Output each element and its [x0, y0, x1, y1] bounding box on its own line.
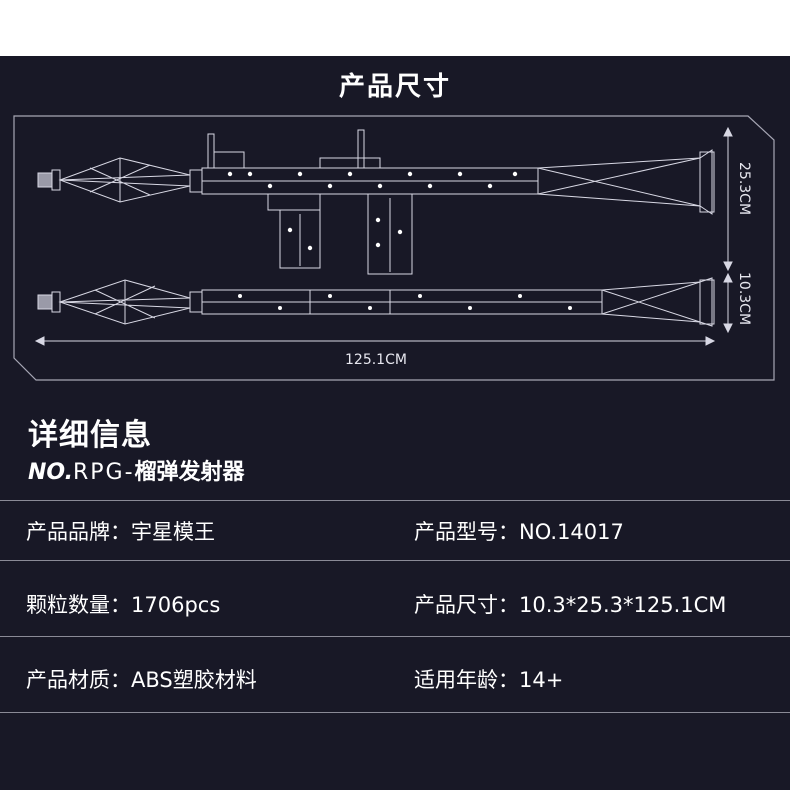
spec-size: 产品尺寸：10.3*25.3*125.1CM	[414, 589, 726, 619]
spec-value: 10.3*25.3*125.1CM	[519, 593, 727, 617]
spec-pieces: 颗粒数量：1706pcs	[26, 589, 220, 619]
spec-brand: 产品品牌：宇星模王	[26, 516, 215, 546]
spec-value: 宇星模王	[131, 520, 215, 544]
launcher-top-view	[37, 277, 715, 327]
spec-model: 产品型号：NO.14017	[414, 516, 624, 546]
model-name: 榴弹发射器	[134, 460, 245, 485]
divider	[0, 712, 790, 713]
length-label: 125.1CM	[345, 352, 407, 368]
spec-value: 14+	[519, 668, 564, 692]
spec-value: ABS塑胶材料	[131, 668, 257, 692]
brick-studs-bottom	[238, 294, 572, 310]
spec-value: NO.14017	[519, 520, 624, 544]
product-illustration	[13, 115, 775, 381]
model-subtitle: NO.RPG-榴弹发射器	[28, 454, 245, 486]
spec-age: 适用年龄：14+	[414, 664, 563, 694]
spec-label: 颗粒数量：	[26, 593, 131, 617]
spec-label: 产品型号：	[414, 520, 519, 544]
spec-label: 产品材质：	[26, 668, 131, 692]
dimension-arrows	[34, 126, 733, 346]
divider	[0, 500, 790, 501]
spec-label: 产品品牌：	[26, 520, 131, 544]
model-prefix: NO.	[28, 460, 73, 485]
model-code: RPG-	[73, 460, 135, 485]
page-title: 产品尺寸	[338, 72, 451, 102]
spec-label: 适用年龄：	[414, 668, 519, 692]
brick-studs-top	[227, 171, 518, 251]
divider	[0, 560, 790, 561]
spec-value: 1706pcs	[131, 593, 221, 617]
dark-panel	[0, 56, 790, 790]
spec-label: 产品尺寸：	[414, 593, 519, 617]
height-top-label: 25.3CM	[736, 162, 752, 216]
height-bottom-label: 10.3CM	[736, 272, 752, 326]
details-title: 详细信息	[28, 418, 152, 453]
divider	[0, 636, 790, 637]
spec-material: 产品材质：ABS塑胶材料	[26, 664, 257, 694]
launcher-side-view	[37, 129, 715, 275]
